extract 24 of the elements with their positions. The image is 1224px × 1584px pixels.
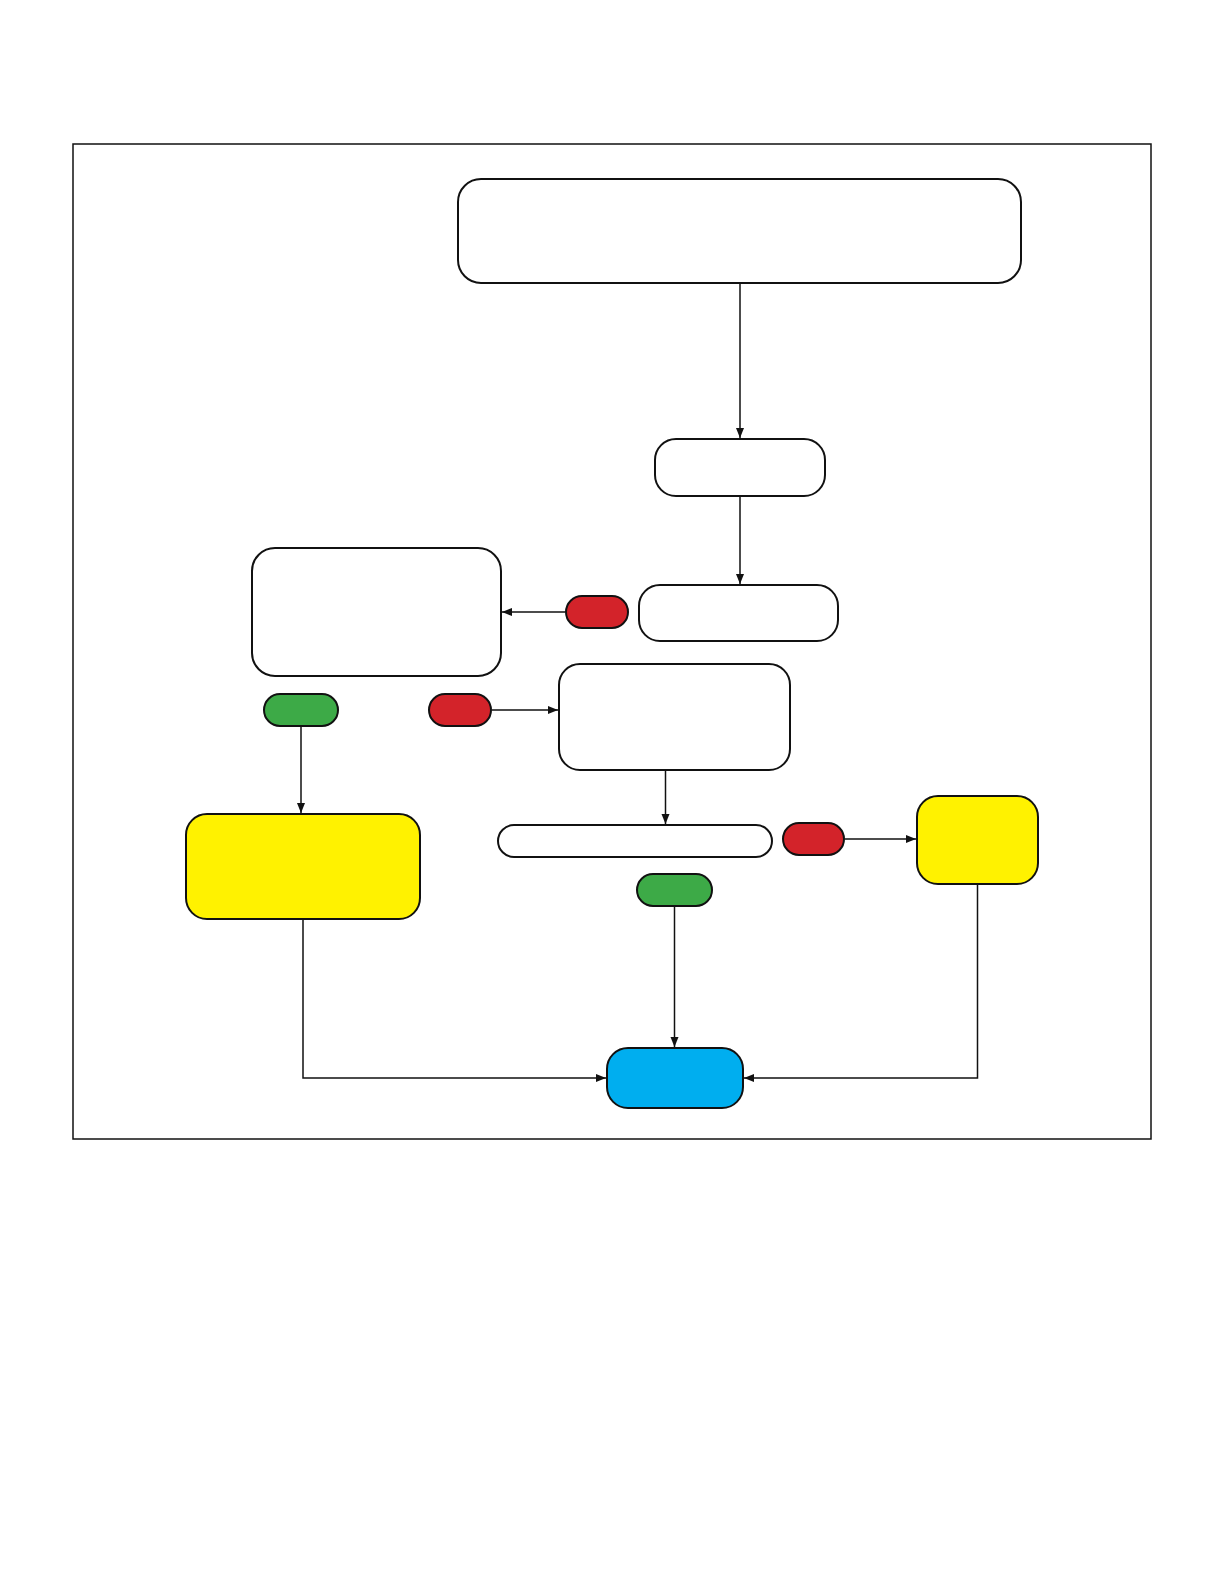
arrow (501, 608, 566, 616)
arrow (297, 726, 305, 814)
process-box (638, 584, 839, 642)
end-box (606, 1047, 744, 1109)
arrow (491, 706, 559, 714)
status-pill (636, 873, 713, 907)
process-box (654, 438, 826, 497)
arrow (844, 835, 917, 843)
result-box (185, 813, 421, 920)
arrow (743, 884, 979, 1082)
result-box (916, 795, 1039, 885)
arrow (736, 283, 744, 439)
status-pill (263, 693, 339, 727)
arrow (302, 919, 607, 1082)
status-pill (782, 822, 845, 856)
status-pill (565, 595, 629, 629)
arrow (661, 770, 670, 825)
process-box (558, 663, 791, 771)
process-box (457, 178, 1022, 284)
arrow (736, 496, 744, 585)
arrow (670, 906, 679, 1048)
process-box (251, 547, 502, 677)
process-box (497, 824, 773, 858)
status-pill (428, 693, 492, 727)
